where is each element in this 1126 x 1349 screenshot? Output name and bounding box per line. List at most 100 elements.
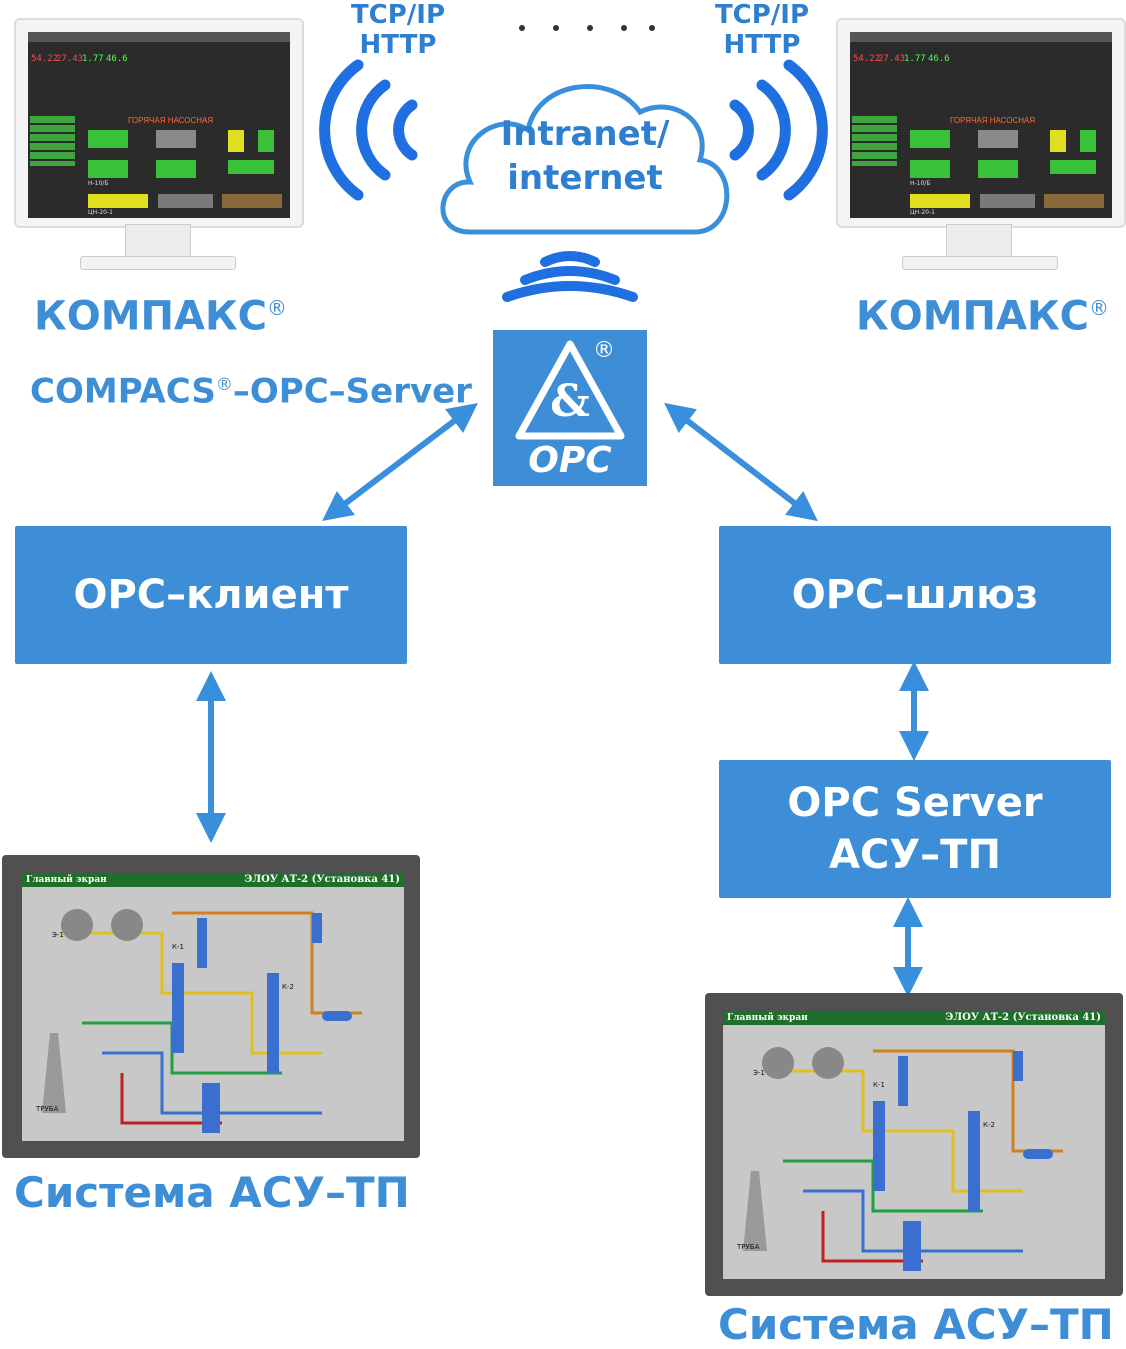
scada-left-title: ЭЛОУ АТ-2 (Установка 41) — [244, 874, 400, 885]
monitor-left-pump-label-2: ЦН-20-1 — [88, 209, 113, 216]
scada-panel-right: Главный экран ЭЛОУ АТ-2 (Установка 41) Т… — [705, 993, 1123, 1296]
kompax-right-name: КОМПАКС — [856, 293, 1089, 340]
monitor-left-toolbar — [28, 32, 290, 42]
monitor-left-val2: 1.77 — [82, 54, 104, 64]
wifi-waves-left-icon — [319, 59, 418, 201]
monitor-left-base — [80, 256, 236, 270]
monitor-right-pump-j — [1044, 194, 1104, 208]
monitor-left-stand — [125, 224, 191, 260]
monitor-right-pump-i — [980, 194, 1035, 208]
monitor-right-val3: 46.6 — [928, 54, 950, 64]
kompax-left-name: КОМПАКС — [34, 293, 267, 340]
arrow-opc-to-client — [322, 402, 478, 522]
monitor-left-list — [30, 116, 75, 166]
protocol-right-line2: HTTP — [723, 30, 801, 60]
opc-server-mark: ® — [215, 375, 233, 395]
monitor-right-pump-f — [978, 160, 1018, 178]
scada-left-schematic — [42, 909, 362, 1133]
scada-right-tab: Главный экран — [727, 1013, 808, 1023]
monitor-right-hall: ГОРЯЧАЯ НАСОСНАЯ — [950, 116, 1036, 125]
cloud-label: Intranet/ internet — [470, 112, 700, 200]
dots-row — [519, 25, 655, 31]
monitor-left-pump-a — [88, 130, 128, 148]
monitor-left-pump-f — [156, 160, 196, 178]
monitor-left-pump-label: Н-10/Б — [88, 180, 109, 187]
monitor-left-pump-i — [158, 194, 213, 208]
scada-right-label-k1: К-1 — [873, 1081, 885, 1089]
scada-right-label-truba: ТРУБА — [737, 1243, 760, 1251]
opc-server-line2: АСУ–ТП — [829, 832, 1001, 878]
scada-left-label-k1: К-1 — [172, 943, 184, 951]
kompax-left-mark: ® — [267, 296, 287, 320]
monitor-right-pump-c — [1050, 130, 1066, 152]
monitor-left-pump-d — [258, 130, 274, 152]
monitor-left-val1: 27.43 — [56, 54, 84, 64]
monitor-right-val2: 1.77 — [904, 54, 926, 64]
monitor-right-pump-d — [1080, 130, 1096, 152]
scada-left-screen: Главный экран ЭЛОУ АТ-2 (Установка 41) Т… — [22, 873, 404, 1141]
protocol-left-line2: HTTP — [359, 30, 437, 60]
opc-server-asutp-box: OPC Server АСУ–ТП — [719, 760, 1111, 898]
monitor-left-pump-b — [156, 130, 196, 148]
scada-right-label-e1: Э-1 — [753, 1069, 765, 1077]
monitor-right-val1: 27.43 — [878, 54, 906, 64]
opc-server-post: –OPC–Server — [232, 371, 472, 412]
protocol-label-left: TCP/IP HTTP — [338, 0, 458, 60]
opc-logo-symbol: & — [550, 376, 590, 427]
monitor-left-val3: 46.6 — [106, 54, 128, 64]
monitor-left-pump-c — [228, 130, 244, 152]
scada-right-label-k2: К-2 — [983, 1121, 995, 1129]
monitor-right-pump-a — [910, 130, 950, 148]
kompax-left-label: КОМПАКС® — [34, 284, 287, 340]
opc-gateway-label: OPC–шлюз — [791, 572, 1039, 618]
scada-right-header — [723, 1011, 1105, 1025]
cloud-icon — [440, 84, 730, 235]
arrow-opc-to-gateway — [664, 402, 818, 522]
opc-logo-text: OPC — [528, 440, 612, 481]
cloud-line2: internet — [507, 158, 663, 198]
monitor-right-pump-label-2: ЦН-20-1 — [910, 209, 935, 216]
wifi-waves-down-icon — [502, 251, 638, 302]
opc-client-label: OPC–клиент — [73, 572, 349, 618]
monitor-left-pump-h — [88, 194, 148, 208]
monitor-left-pump-g — [228, 160, 274, 174]
monitor-right-pump-h — [910, 194, 970, 208]
kompax-right-label: КОМПАКС® — [856, 284, 1109, 340]
monitor-right-pump-b — [978, 130, 1018, 148]
opc-server-pre: COMPACS — [30, 371, 216, 412]
scada-left-header — [22, 873, 404, 887]
opc-server-line1: OPC Server — [787, 780, 1043, 826]
kompax-right-mark: ® — [1089, 296, 1109, 320]
monitor-right-base — [902, 256, 1058, 270]
monitor-right-val0: 54.22 — [853, 54, 881, 64]
protocol-right-line1: TCP/IP — [714, 0, 810, 30]
monitor-left-val0: 54.22 — [31, 54, 59, 64]
opc-client-box: OPC–клиент — [15, 526, 407, 664]
scada-right-title: ЭЛОУ АТ-2 (Установка 41) — [945, 1012, 1101, 1023]
opc-server-label: COMPACS®–OPC–Server — [30, 364, 472, 412]
system-right-label: Система АСУ–ТП — [718, 1300, 1114, 1349]
scada-left-label-e1: Э-1 — [52, 931, 64, 939]
cloud-line1: Intranet/ — [500, 114, 670, 154]
monitor-right-toolbar — [850, 32, 1112, 42]
scada-right-schematic — [743, 1047, 1063, 1271]
wifi-waves-right-icon — [729, 59, 828, 201]
monitor-right-pump-g — [1050, 160, 1096, 174]
monitor-right: 54.22 27.43 1.77 46.6 ГОРЯЧАЯ НАСОСНАЯ Н… — [836, 18, 1126, 228]
protocol-label-right: TCP/IP HTTP — [702, 0, 822, 60]
scada-left-label-truba: ТРУБА — [36, 1105, 59, 1113]
opc-gateway-box: OPC–шлюз — [719, 526, 1111, 664]
monitor-right-pump-label: Н-10/Б — [910, 180, 931, 187]
monitor-right-pump-e — [910, 160, 950, 178]
opc-logo-mark: ® — [593, 338, 615, 363]
monitor-right-screen: 54.22 27.43 1.77 46.6 ГОРЯЧАЯ НАСОСНАЯ Н… — [850, 32, 1112, 218]
scada-right-screen: Главный экран ЭЛОУ АТ-2 (Установка 41) Т… — [723, 1011, 1105, 1279]
scada-left-tab: Главный экран — [26, 875, 107, 885]
scada-left-label-k2: К-2 — [282, 983, 294, 991]
monitor-right-list — [852, 116, 897, 166]
monitor-left-pump-e — [88, 160, 128, 178]
scada-panel-left: Главный экран ЭЛОУ АТ-2 (Установка 41) Т… — [2, 855, 420, 1158]
system-left-label: Система АСУ–ТП — [14, 1168, 410, 1217]
protocol-left-line1: TCP/IP — [350, 0, 446, 30]
